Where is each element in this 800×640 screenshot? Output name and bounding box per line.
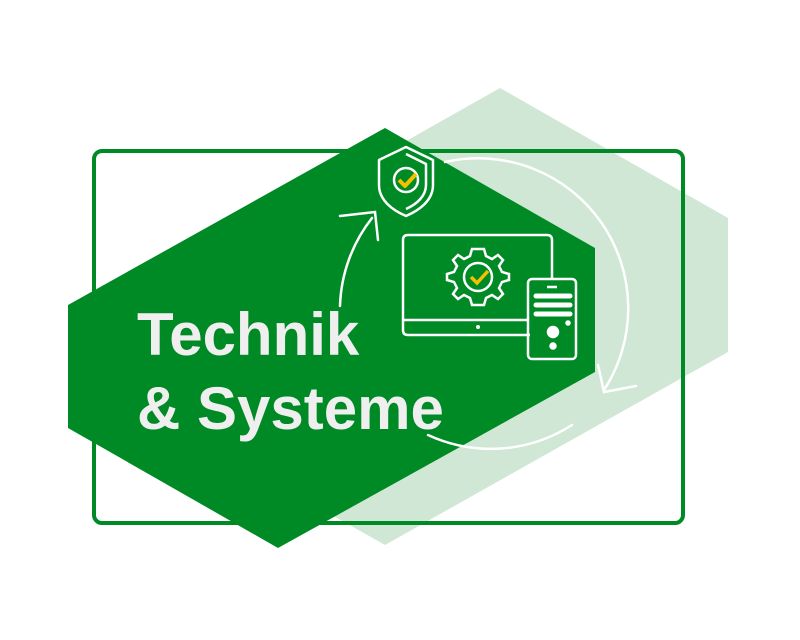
monitor-gear-icon bbox=[401, 233, 554, 337]
title-line-1: Technik bbox=[137, 301, 360, 368]
title-line-2: & Systeme bbox=[137, 375, 444, 442]
cycle-arrow-icon bbox=[338, 157, 638, 450]
dark-hexagon bbox=[68, 128, 595, 548]
shield-check-icon bbox=[377, 145, 435, 218]
phone-icon bbox=[526, 277, 578, 361]
